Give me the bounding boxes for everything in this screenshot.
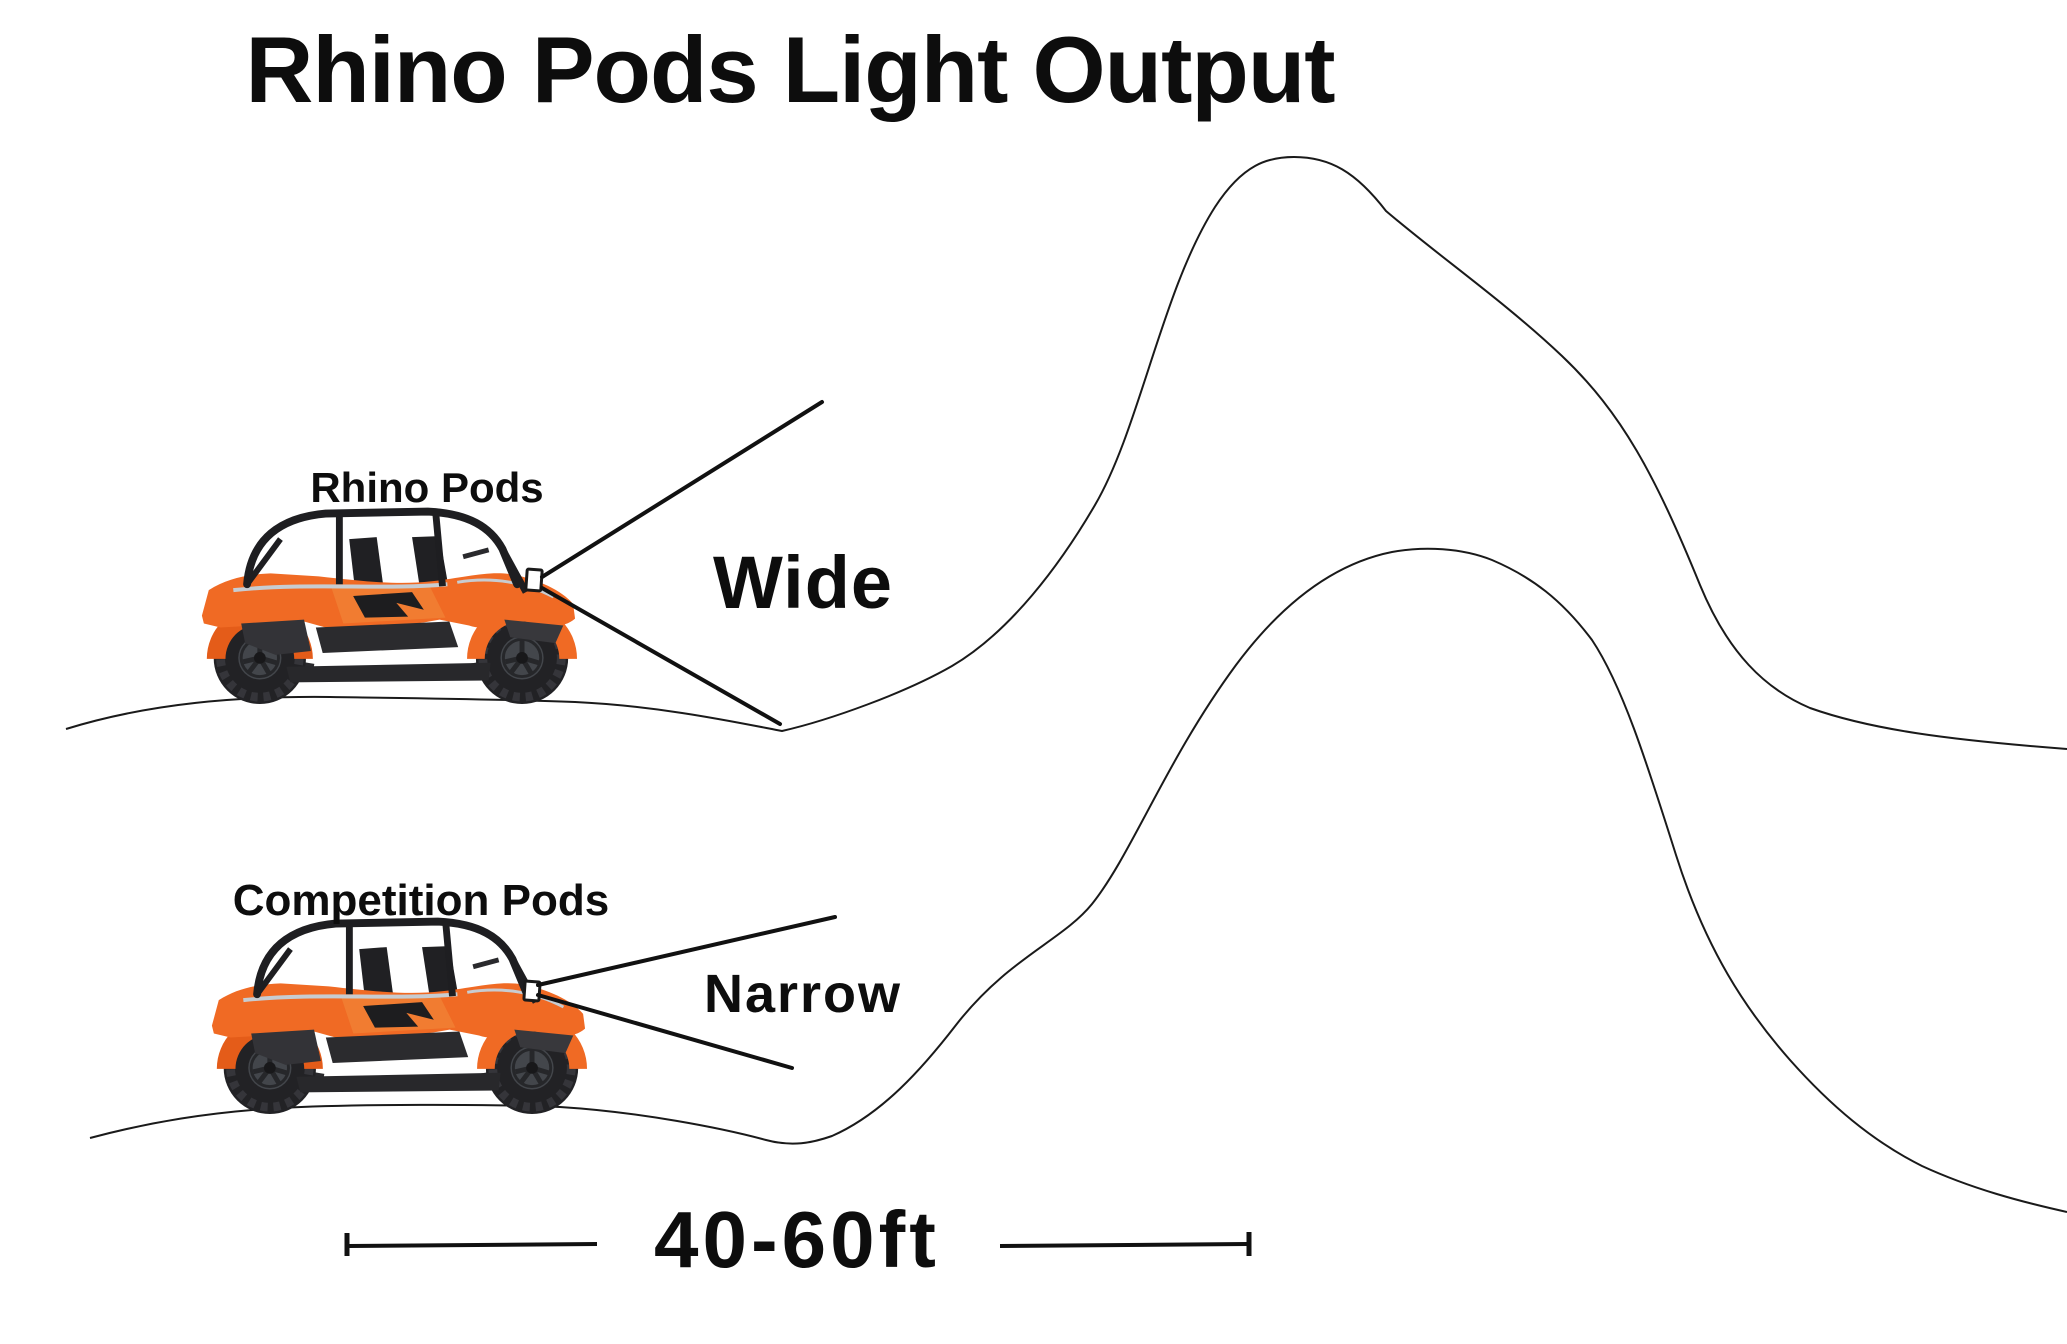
competition-pods-label: Competition Pods (232, 876, 610, 925)
narrow-beam-label: Narrow (703, 964, 903, 1024)
terrain-line-upper (65, 155, 2067, 750)
distance-dimension-line (344, 1232, 1252, 1256)
narrow-beam-upper-line (536, 915, 837, 987)
wide-beam-label: Wide (712, 541, 894, 624)
dimension-right-segment (999, 1242, 1248, 1248)
wide-beam-lower-line (540, 586, 782, 726)
narrow-beam-lower-line (536, 993, 794, 1070)
dimension-left-segment (348, 1242, 598, 1248)
rhino-pods-label: Rhino Pods (310, 464, 544, 511)
distance-label: 40-60ft (654, 1195, 940, 1284)
wide-beam-upper-line (540, 400, 824, 579)
terrain-line-lower (89, 547, 2067, 1213)
page-title: Rhino Pods Light Output (245, 17, 1335, 122)
